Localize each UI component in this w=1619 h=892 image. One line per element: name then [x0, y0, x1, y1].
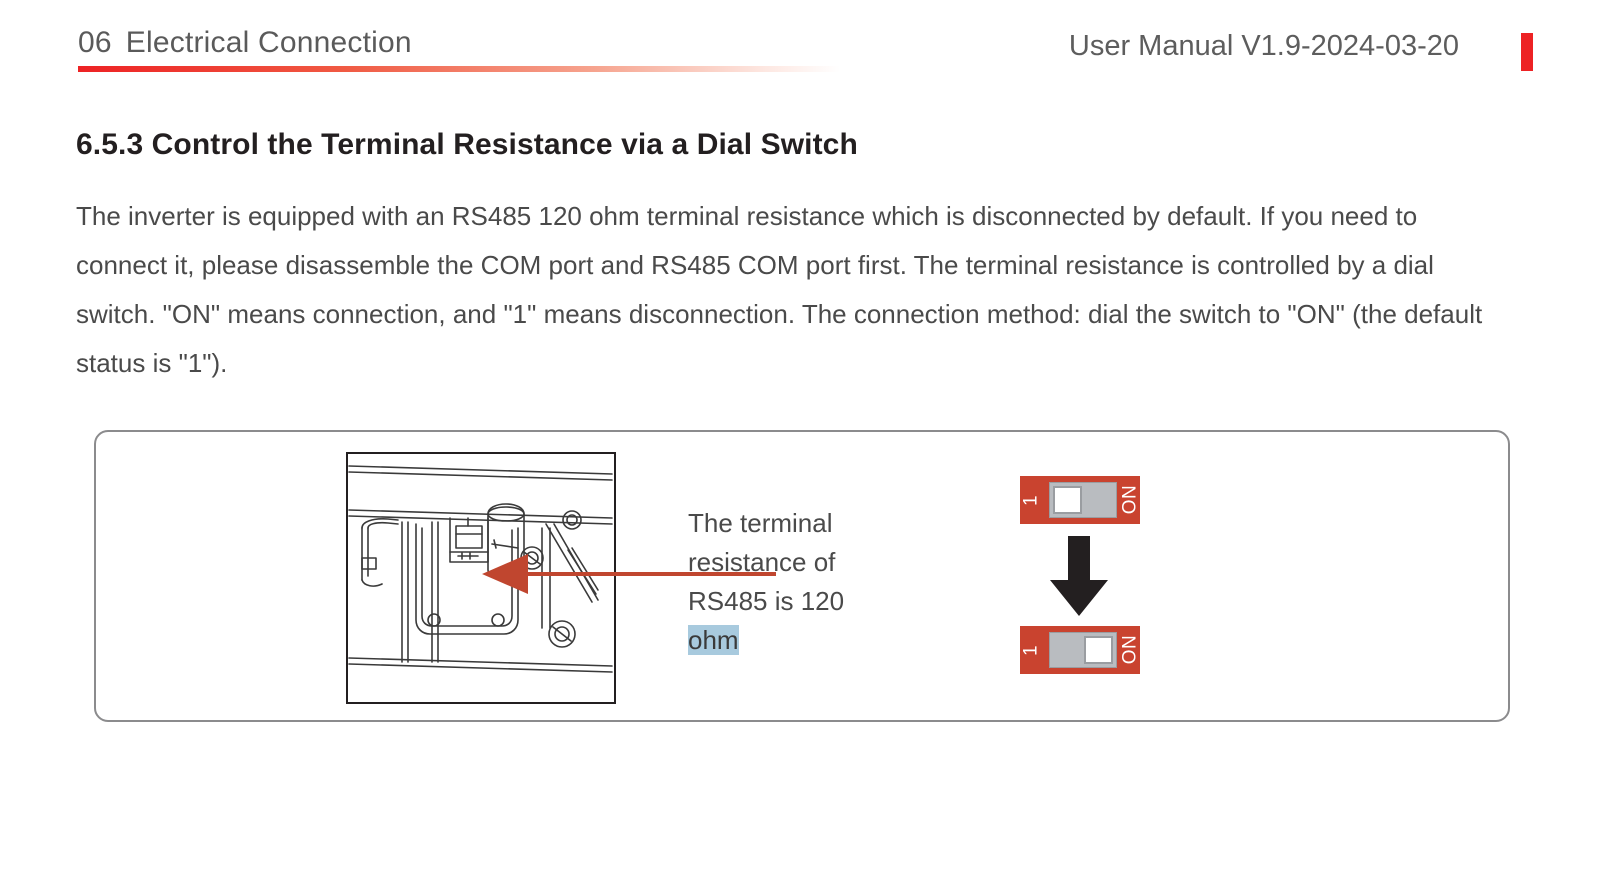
transition-down-arrow-icon — [1048, 536, 1110, 618]
dial-switch-before[interactable]: 1 ON — [1020, 476, 1141, 524]
chapter-title: Electrical Connection — [125, 26, 412, 59]
header-chapter: 06 Electrical Connection — [78, 26, 412, 60]
manual-version-label: User Manual V1.9-2024-03-20 — [1068, 30, 1459, 62]
callout-line-3: RS485 is 120 — [688, 586, 845, 616]
dial-label-on-after: ON — [1119, 634, 1141, 665]
chapter-number: 06 — [78, 26, 112, 59]
callout-line-1: The terminal — [688, 508, 833, 538]
section-heading: 6.5.3 Control the Terminal Resistance vi… — [76, 128, 858, 161]
dial-track-after — [1049, 632, 1117, 668]
header-gradient-rule — [78, 66, 840, 72]
dial-switch-after[interactable]: 1 ON — [1020, 626, 1141, 674]
page-edge-marker — [1521, 33, 1533, 71]
callout-highlighted-word: ohm — [688, 625, 739, 655]
callout-line-2: resistance of — [688, 547, 836, 577]
dial-label-1-before: 1 — [1020, 494, 1042, 507]
dial-knob-after[interactable] — [1084, 636, 1113, 664]
dial-knob-before[interactable] — [1053, 486, 1082, 514]
figure-container: The terminal resistance of RS485 is 120 … — [94, 430, 1510, 722]
callout-text: The terminal resistance of RS485 is 120 … — [688, 504, 903, 660]
inverter-illustration — [346, 452, 616, 704]
section-paragraph: The inverter is equipped with an RS485 1… — [76, 201, 1483, 378]
dial-label-1-after: 1 — [1020, 644, 1042, 657]
dial-track-before — [1049, 482, 1117, 518]
dial-label-on-before: ON — [1119, 484, 1141, 515]
callout-arrow — [476, 552, 776, 596]
page-header: 06 Electrical Connection User Manual V1.9… — [0, 0, 1619, 96]
